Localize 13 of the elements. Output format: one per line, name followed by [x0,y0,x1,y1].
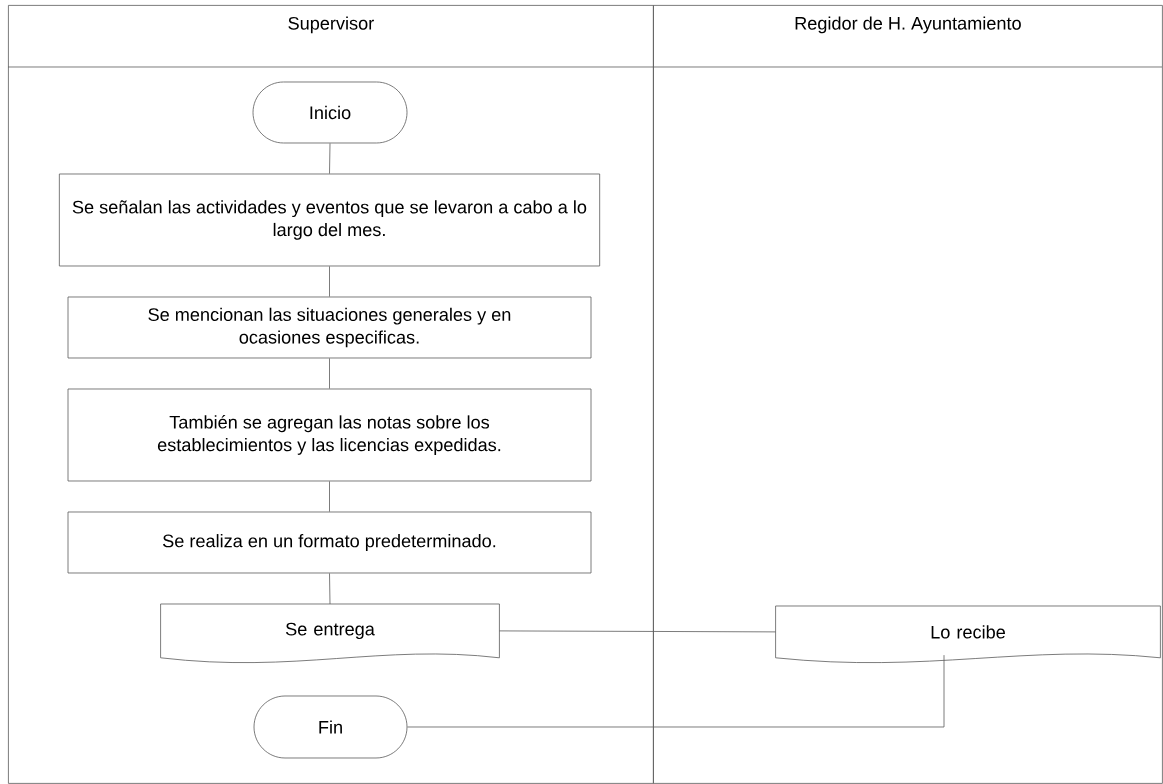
connector-line [329,143,331,174]
connector-line [329,266,330,297]
connector-line [499,630,776,633]
process-box: Se señalan las actividades y eventos que se levaron a cabo a lo largo del mes. [58,173,601,267]
connector-line [329,358,330,389]
connector-line [329,573,331,605]
process-box: También se agregan las notas sobre los establecimientos y las licencias expedidas. [67,388,592,482]
process-box: Se mencionan las situaciones generales y en ocasiones especificas. [67,296,592,359]
document-shape: Se entrega [160,603,500,663]
document-shape: Lo recibe [775,605,1161,663]
process-box: Se realiza en un formato predeterminado. [67,511,592,574]
connector-line [329,481,330,512]
connector-line [407,654,945,728]
